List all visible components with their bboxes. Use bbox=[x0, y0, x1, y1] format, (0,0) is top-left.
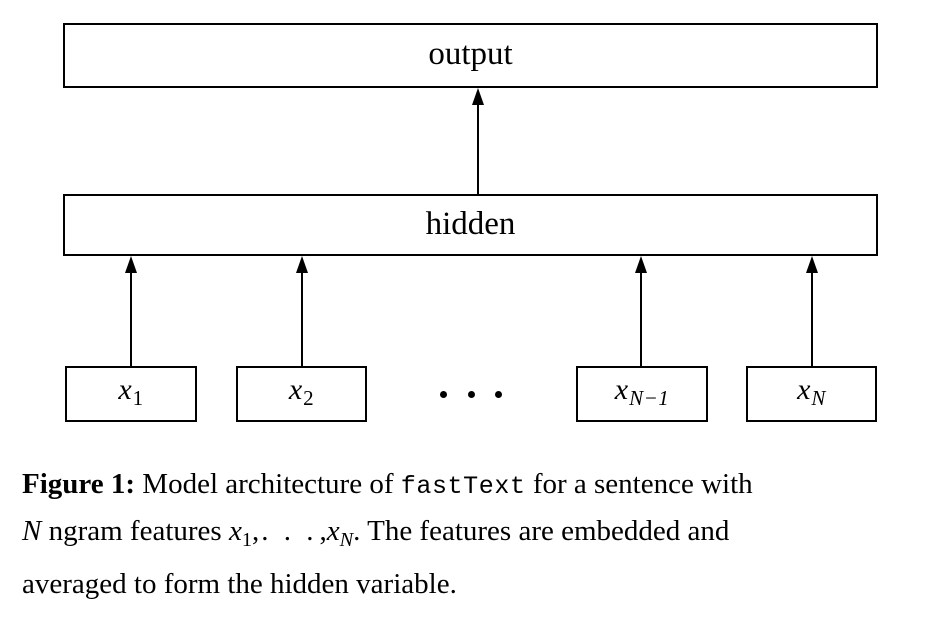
figure-caption: Figure 1: Model architecture of fastText… bbox=[22, 462, 922, 606]
input-node-label-xn: xN bbox=[797, 372, 826, 411]
hidden-node-box[interactable]: hidden bbox=[63, 194, 878, 256]
input-node-box-x2[interactable]: x2 bbox=[236, 366, 367, 422]
caption-math-n: N bbox=[22, 515, 42, 547]
arrow-head-icon bbox=[472, 88, 484, 105]
caption-text-b: for a sentence with bbox=[525, 468, 753, 500]
figure-diagram: output hidden x1 x2 xN−1 xN bbox=[63, 23, 878, 422]
input-node-label-xn-minus-1: xN−1 bbox=[614, 372, 670, 411]
input-node-box-x1[interactable]: x1 bbox=[65, 366, 197, 422]
ellipsis-dot bbox=[495, 390, 502, 398]
caption-line-2: N ngram features x1,. . .,xN. The featur… bbox=[22, 509, 922, 562]
arrow-hidden-to-output bbox=[471, 88, 485, 194]
ellipsis-dot bbox=[440, 390, 447, 398]
arrow-shaft bbox=[301, 266, 303, 366]
arrow-shaft bbox=[130, 266, 132, 366]
hidden-node-label: hidden bbox=[425, 205, 516, 242]
arrow-xn-to-hidden bbox=[805, 256, 819, 366]
ellipsis-dot bbox=[467, 390, 475, 398]
arrow-head-icon bbox=[806, 256, 818, 273]
arrow-x1-to-hidden bbox=[124, 256, 138, 366]
caption-comma-1: , bbox=[251, 515, 260, 547]
arrow-shaft bbox=[640, 266, 642, 366]
arrow-head-icon bbox=[125, 256, 137, 273]
output-node-box[interactable]: output bbox=[63, 23, 878, 88]
arrow-head-icon bbox=[635, 256, 647, 273]
caption-ellipsis: . . . bbox=[261, 515, 318, 547]
input-node-label-x1: x1 bbox=[118, 372, 144, 411]
input-node-box-xn-minus-1[interactable]: xN−1 bbox=[576, 366, 708, 422]
caption-math-xn: xN bbox=[326, 515, 354, 552]
caption-line-1: Figure 1: Model architecture of fastText… bbox=[22, 462, 922, 509]
caption-math-x1: x1 bbox=[228, 515, 252, 552]
caption-text-c: ngram features bbox=[41, 515, 229, 547]
caption-text-a: Model architecture of bbox=[135, 468, 401, 500]
caption-line-3: averaged to form the hidden variable. bbox=[22, 568, 457, 601]
ellipsis-icon bbox=[440, 379, 502, 409]
arrow-shaft bbox=[477, 98, 479, 194]
input-node-label-x2: x2 bbox=[288, 372, 315, 411]
output-node-label: output bbox=[428, 36, 513, 72]
caption-text-d: . The features are embedded and bbox=[353, 515, 730, 547]
caption-figure-label: Figure 1: bbox=[22, 468, 136, 500]
arrow-head-icon bbox=[296, 256, 308, 273]
arrow-x2-to-hidden bbox=[295, 256, 309, 366]
arrow-shaft bbox=[811, 266, 813, 366]
caption-code-fasttext: fastText bbox=[400, 472, 526, 501]
arrow-xn1-to-hidden bbox=[634, 256, 648, 366]
caption-comma-2: , bbox=[319, 515, 327, 547]
input-node-box-xn[interactable]: xN bbox=[746, 366, 877, 422]
